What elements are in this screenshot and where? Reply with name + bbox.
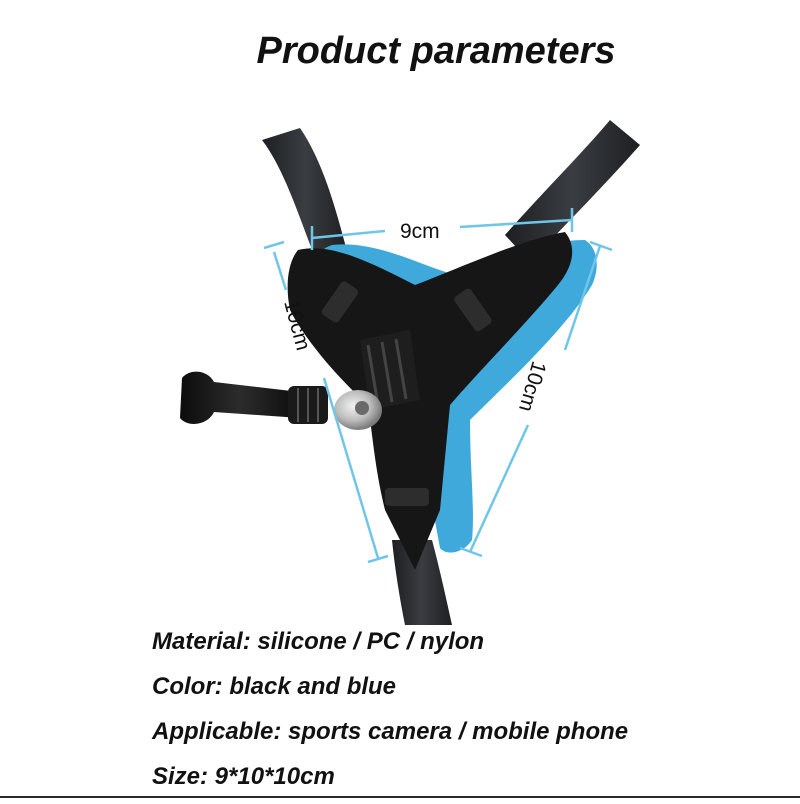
dimension-right	[459, 240, 613, 558]
strap-slot-right	[454, 288, 492, 332]
spec-color: Color: black and blue	[152, 673, 397, 700]
mount-fingers	[360, 330, 420, 410]
dimension-width	[310, 208, 574, 250]
strap-bottom	[392, 540, 452, 625]
spec-applicable: Applicable: sports camera / mobile phone	[152, 718, 629, 745]
dimension-left	[263, 240, 389, 564]
spec-list: Material: silicone / PC / nylon Color: b…	[152, 624, 792, 804]
spec-material: Material: silicone / PC / nylon	[152, 628, 485, 655]
thumb-screw	[180, 371, 382, 430]
bottom-divider	[0, 796, 800, 798]
strap-slot-left	[321, 281, 359, 323]
page-title: Product parameters	[256, 30, 616, 72]
strap-left	[262, 128, 348, 265]
dimension-width-label: 9cm	[400, 220, 440, 243]
strap-slot-bottom	[385, 488, 429, 506]
mount-body	[287, 232, 573, 570]
strap-right	[505, 120, 640, 262]
spec-size: Size: 9*10*10cm	[152, 763, 335, 790]
